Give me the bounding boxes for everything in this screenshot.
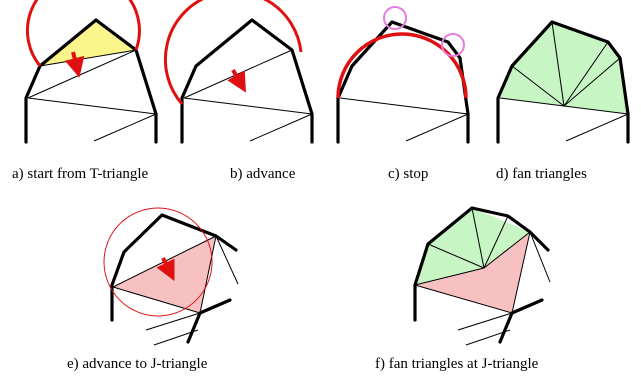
stop-marker <box>383 6 407 30</box>
circumcircle <box>163 0 303 105</box>
stop-marker <box>441 33 465 57</box>
caption-a: a) start from T-triangle <box>12 166 149 182</box>
panel-d <box>496 20 630 144</box>
triangulation-edges <box>112 235 239 346</box>
boundary-polyline <box>498 298 544 344</box>
boundary-polyline <box>180 18 314 144</box>
advance-arrow <box>227 69 246 93</box>
caption-e: e) advance to J-triangle <box>67 356 208 372</box>
panel-f <box>413 206 551 346</box>
triangulation-edges <box>414 207 551 346</box>
fan-triangles <box>415 208 530 285</box>
panel-a <box>24 0 158 144</box>
boundary-polyline <box>24 18 158 144</box>
caption-b: b) advance <box>230 166 296 182</box>
boundary-polyline <box>186 298 232 344</box>
caption-f: f) fan triangles at J-triangle <box>375 356 539 372</box>
boundary-polyline <box>496 20 630 144</box>
triangulation-edges <box>499 21 629 142</box>
panel-b <box>163 0 314 144</box>
circumcircle <box>103 207 213 317</box>
panel-e <box>103 207 239 346</box>
caption-d: d) fan triangles <box>496 166 587 182</box>
t-triangle <box>40 20 136 66</box>
panel-c <box>336 6 470 144</box>
circumcircle <box>336 32 468 99</box>
advance-arrow <box>64 51 85 78</box>
circumcircle <box>25 0 141 67</box>
j-triangle <box>415 232 530 313</box>
triangulation-edges <box>183 49 313 142</box>
caption-c: c) stop <box>388 166 428 182</box>
advance-arrow <box>156 257 175 281</box>
triangulation-edges <box>339 97 469 142</box>
boundary-polyline <box>413 206 550 322</box>
boundary-polyline <box>336 20 470 144</box>
